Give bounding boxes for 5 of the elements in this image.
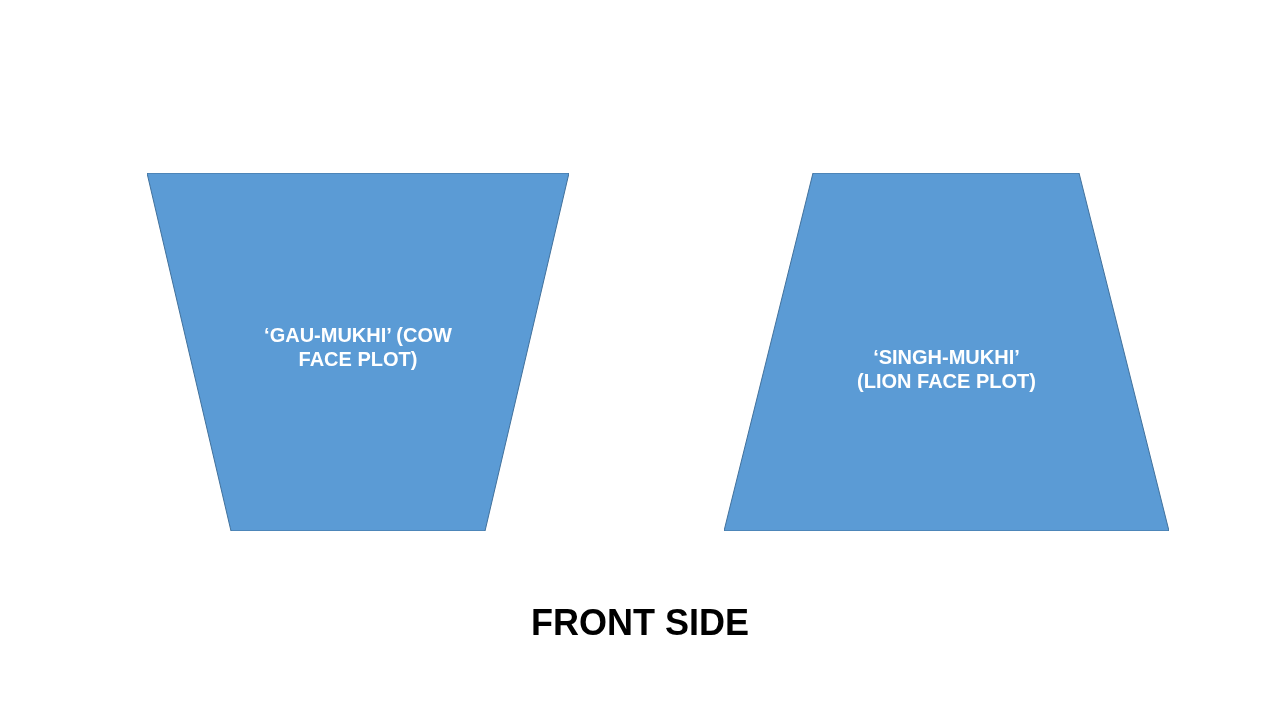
plot-shape bbox=[147, 173, 569, 531]
plot-label: ‘GAU-MUKHI’ (COW FACE PLOT) bbox=[263, 323, 453, 371]
caption: FRONT SIDE bbox=[531, 602, 749, 643]
plot-shape bbox=[724, 173, 1169, 531]
plot-label: ‘SINGH-MUKHI’ (LION FACE PLOT) bbox=[856, 345, 1037, 393]
